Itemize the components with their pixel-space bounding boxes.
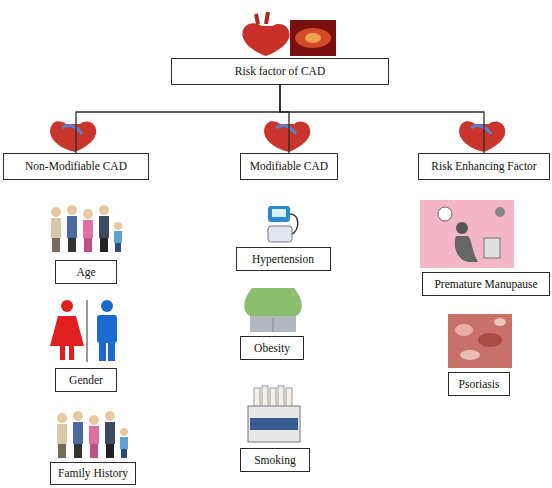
tree-connector (280, 85, 289, 153)
tree-connector (280, 85, 484, 153)
box-label: Non-Modifiable CAD (25, 160, 127, 173)
box-label: Premature Manupause (434, 278, 537, 291)
label-box: Gender (55, 368, 117, 392)
box-label: Hypertension (252, 253, 314, 266)
label-box: Risk Enhancing Factor (418, 153, 550, 180)
box-label: Psoriasis (459, 378, 500, 391)
box-label: Family History (58, 467, 128, 480)
family-icon (51, 205, 122, 252)
label-box: Non-Modifiable CAD (3, 153, 149, 180)
obesity-figure (244, 288, 302, 332)
gender-icon (50, 300, 117, 362)
box-label: Age (76, 266, 95, 279)
box-label: Modifiable CAD (250, 160, 328, 173)
cigarette-pack (248, 386, 300, 442)
label-box: Modifiable CAD (240, 153, 338, 180)
label-box: Obesity (240, 336, 304, 360)
label-box: Age (55, 260, 117, 284)
box-label: Gender (69, 374, 103, 387)
heart-icon (50, 121, 505, 152)
box-label: Obesity (254, 342, 290, 355)
label-box: Hypertension (236, 247, 331, 271)
box-label: Smoking (254, 454, 296, 467)
heart-artery-image (242, 12, 336, 56)
label-box: Family History (50, 462, 136, 485)
label-box: Psoriasis (448, 372, 510, 396)
psoriasis-image (448, 314, 512, 368)
label-box: Smoking (240, 448, 310, 472)
family-icon (57, 411, 128, 458)
box-label: Risk Enhancing Factor (431, 160, 536, 173)
menopause-image (420, 200, 514, 268)
label-box: Premature Manupause (422, 272, 550, 296)
box-label: Risk factor of CAD (235, 65, 325, 78)
label-box: Risk factor of CAD (171, 58, 389, 85)
blood-pressure-monitor (268, 206, 298, 242)
tree-connector (76, 85, 280, 153)
